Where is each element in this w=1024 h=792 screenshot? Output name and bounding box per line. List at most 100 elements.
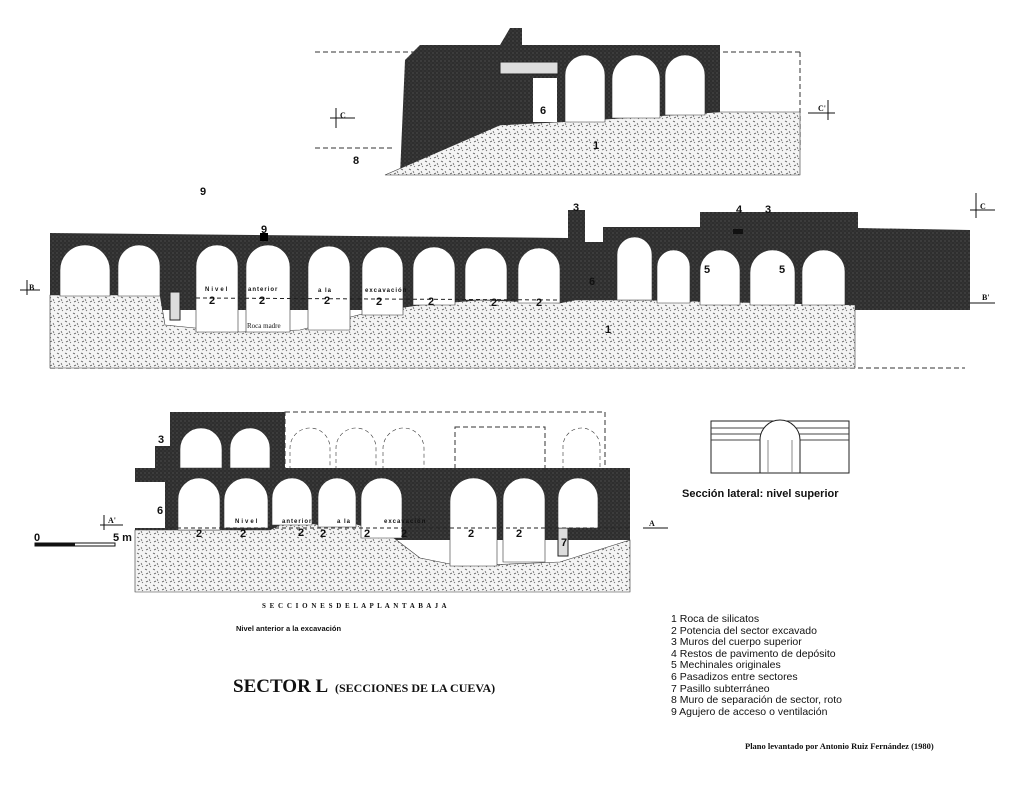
legend-item: 3 Muros del cuerpo superior bbox=[671, 636, 802, 649]
legend-item: 4 Restos de pavimento de depósito bbox=[671, 647, 836, 660]
arch bbox=[749, 249, 796, 306]
mark-c-left: C bbox=[340, 111, 346, 120]
label-9: 9 bbox=[200, 186, 207, 198]
level-word: Nivel bbox=[235, 519, 260, 525]
label-2: 2 bbox=[401, 528, 408, 540]
arch bbox=[317, 477, 357, 528]
arch bbox=[117, 244, 161, 297]
mark-b-right: B' bbox=[982, 293, 990, 302]
label-9: 9 bbox=[261, 224, 268, 236]
legend-item: 6 Pasadizos entre sectores bbox=[671, 670, 798, 683]
label-2: 2 bbox=[516, 528, 523, 540]
section-c bbox=[315, 28, 801, 176]
level-word: a la bbox=[337, 519, 352, 525]
label-2: 2 bbox=[196, 528, 203, 540]
arch bbox=[195, 244, 239, 333]
arch bbox=[664, 54, 706, 116]
arch bbox=[464, 247, 508, 301]
label-2: 2 bbox=[298, 527, 305, 539]
level-word: a la bbox=[318, 288, 333, 294]
page-title: SECTOR L bbox=[233, 676, 329, 697]
arch bbox=[449, 477, 498, 567]
arch bbox=[412, 246, 456, 306]
arch bbox=[699, 249, 741, 306]
lateral-section bbox=[710, 419, 850, 474]
lateral-caption: Sección lateral: nivel superior bbox=[682, 488, 839, 500]
label-6: 6 bbox=[157, 505, 164, 517]
level-note: Nivel anterior a la excavación bbox=[236, 624, 342, 633]
scale-end: 5 m bbox=[113, 532, 132, 544]
legend-item: 8 Muro de separación de sector, roto bbox=[671, 694, 843, 707]
level-word: anterior bbox=[248, 287, 279, 293]
roca-madre-label: Roca madre bbox=[247, 322, 281, 330]
label-2: 2 bbox=[259, 295, 266, 307]
legend-item: 2 Potencia del sector excavado bbox=[671, 624, 817, 637]
arch bbox=[271, 477, 313, 526]
label-3: 3 bbox=[158, 434, 165, 446]
arch bbox=[179, 427, 223, 469]
scale-bar bbox=[34, 542, 116, 547]
arch bbox=[557, 477, 599, 529]
section-b bbox=[49, 210, 970, 369]
mark-a-left: A' bbox=[108, 516, 116, 525]
arch bbox=[382, 427, 425, 470]
mark-c-right: C' bbox=[818, 104, 826, 113]
arch bbox=[307, 245, 351, 331]
label-2: 2 bbox=[428, 296, 435, 308]
level-word: excavación bbox=[365, 288, 408, 294]
label-5: 5 bbox=[704, 264, 711, 276]
arch bbox=[335, 427, 377, 470]
level-word: excavación bbox=[384, 519, 427, 525]
label-6: 6 bbox=[540, 105, 547, 117]
arch bbox=[223, 477, 269, 529]
label-2: 2 bbox=[320, 528, 327, 540]
arch bbox=[502, 477, 546, 563]
arch bbox=[229, 427, 271, 469]
mark-c-mid: C bbox=[980, 202, 986, 211]
arch bbox=[517, 247, 561, 304]
legend: 1 Roca de silicatos 2 Potencia del secto… bbox=[671, 613, 843, 718]
label-2: 2 bbox=[240, 528, 247, 540]
legend-item: 7 Pasillo subterráneo bbox=[671, 682, 770, 695]
section-a bbox=[134, 411, 631, 593]
level-word: Nivel bbox=[205, 287, 230, 293]
label-6: 6 bbox=[589, 276, 596, 288]
credit: Plano levantado por Antonio Ruiz Fernánd… bbox=[745, 741, 934, 751]
label-1: 1 bbox=[593, 140, 600, 152]
legend-item: 1 Roca de silicatos bbox=[671, 613, 760, 625]
label-2: 2 bbox=[324, 295, 331, 307]
label-7: 7 bbox=[561, 537, 568, 549]
label-1: 1 bbox=[605, 324, 612, 336]
legend-item: 9 Agujero de acceso o ventilación bbox=[671, 705, 828, 718]
sections-caption: S E C C I O N E S D E L A P L A N T A B … bbox=[262, 602, 448, 610]
arch bbox=[564, 54, 606, 123]
arch bbox=[177, 477, 221, 531]
mark-a-right: A bbox=[649, 519, 655, 528]
arch bbox=[611, 54, 661, 119]
label-8: 8 bbox=[353, 155, 360, 167]
arch bbox=[360, 477, 403, 539]
label-2: 2 bbox=[468, 528, 475, 540]
label-3: 3 bbox=[765, 204, 772, 216]
mark-b-left: B bbox=[29, 283, 35, 292]
level-word: anterior bbox=[282, 519, 313, 525]
label-3: 3 bbox=[573, 202, 580, 214]
arch bbox=[245, 244, 291, 333]
label-5: 5 bbox=[779, 264, 786, 276]
arch bbox=[562, 427, 601, 470]
arch bbox=[59, 244, 111, 297]
label-2: 2 bbox=[209, 295, 216, 307]
label-2: 2 bbox=[364, 528, 371, 540]
arch bbox=[289, 427, 331, 470]
arch bbox=[801, 249, 846, 306]
legend-item: 5 Mechinales originales bbox=[671, 659, 781, 672]
arch bbox=[616, 236, 653, 301]
scale-start: 0 bbox=[34, 532, 41, 544]
page-subtitle: (SECCIONES DE LA CUEVA) bbox=[335, 681, 496, 695]
arch bbox=[656, 249, 691, 304]
arch bbox=[361, 246, 404, 316]
label-2: 2 bbox=[376, 296, 383, 308]
label-2: 2 bbox=[491, 297, 498, 309]
label-2: 2 bbox=[536, 297, 543, 309]
